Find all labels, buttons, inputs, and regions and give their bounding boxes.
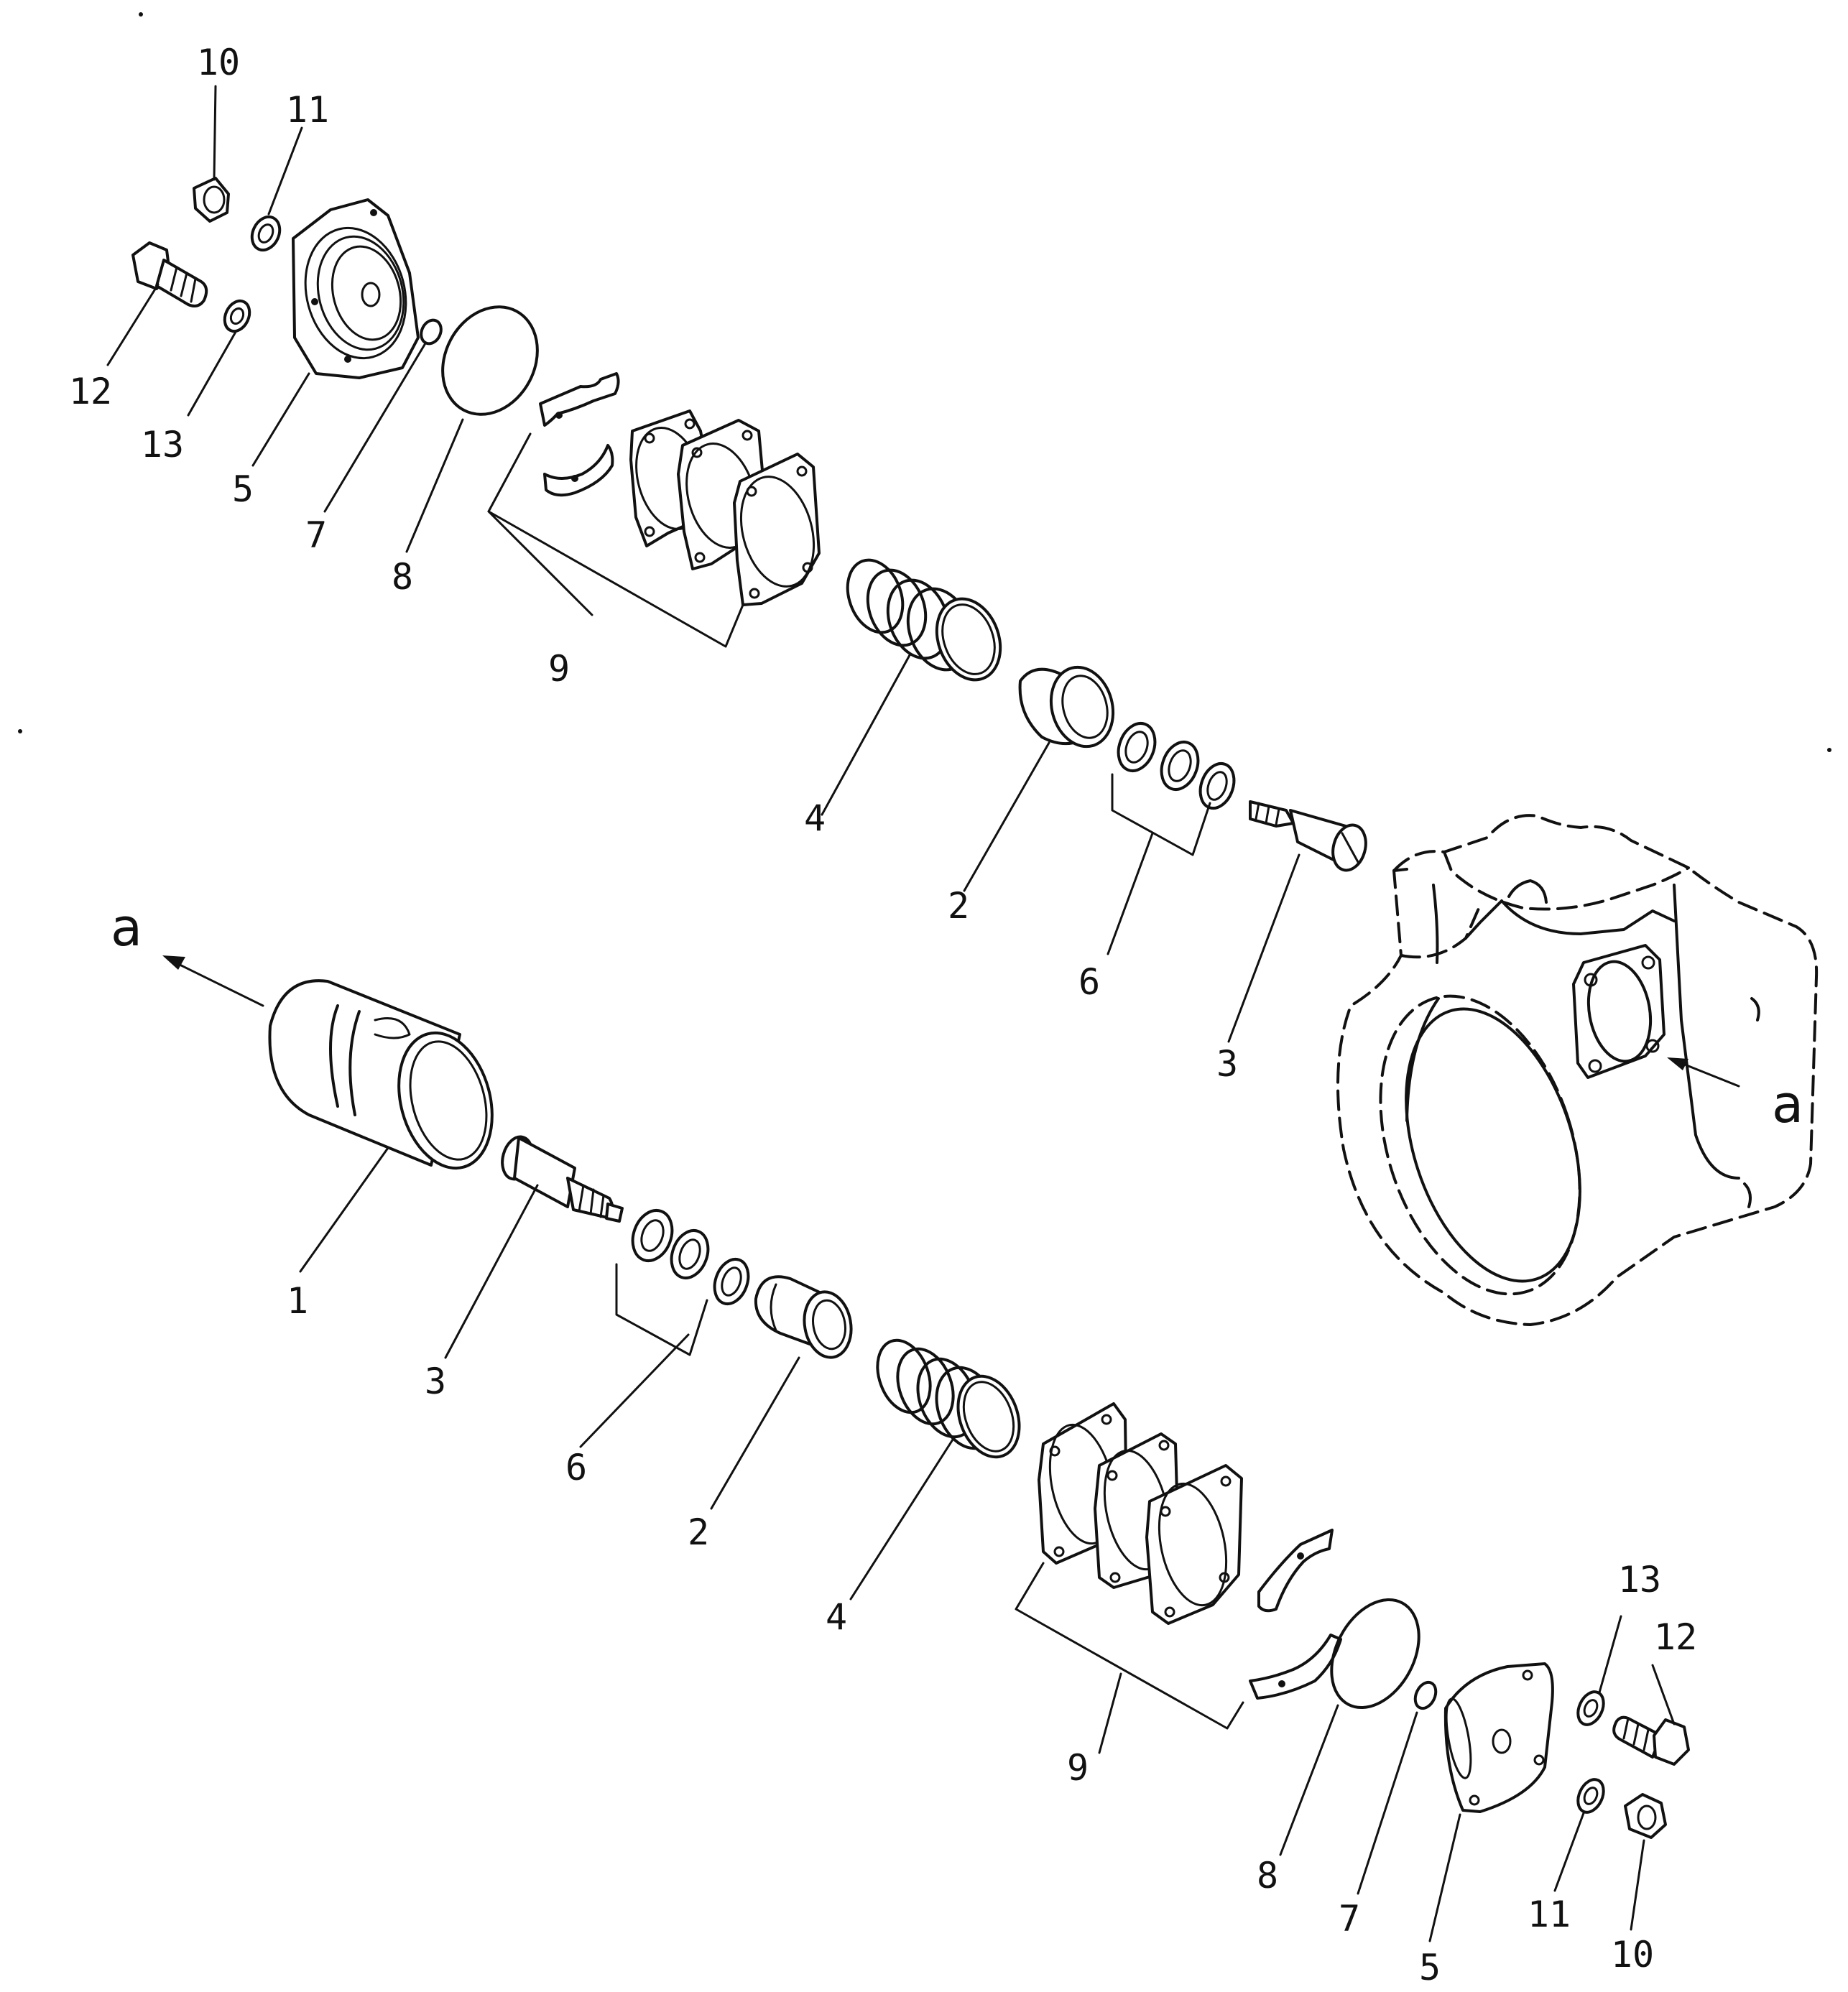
callout-bottom-4: 4 bbox=[826, 1596, 847, 1638]
cover-5-top bbox=[292, 198, 420, 379]
view-marker-a-right: a bbox=[1667, 1057, 1803, 1134]
pin-3-bottom bbox=[501, 1135, 624, 1223]
shim-set-9-bottom bbox=[1038, 1402, 1342, 1700]
callout-top-2: 2 bbox=[948, 885, 969, 927]
washer-11-top bbox=[250, 215, 282, 252]
callout-bottom-12: 12 bbox=[1654, 1616, 1697, 1658]
callout-top-11: 11 bbox=[286, 89, 329, 131]
view-marker-right-label: a bbox=[1772, 1074, 1803, 1134]
spring-4-top bbox=[846, 558, 1002, 682]
callout-top-7: 7 bbox=[305, 514, 327, 556]
callout-bottom-11: 11 bbox=[1528, 1894, 1571, 1935]
view-marker-a-left: a bbox=[111, 897, 264, 1007]
callout-top-13: 13 bbox=[141, 424, 184, 465]
shim-set-9-top bbox=[539, 372, 821, 606]
nut-10-top bbox=[193, 177, 230, 223]
o-ring-7-bottom bbox=[1413, 1680, 1438, 1710]
sleeve-2-top bbox=[1018, 665, 1115, 749]
callout-top-3: 3 bbox=[1216, 1043, 1238, 1085]
o-ring-7-top bbox=[420, 318, 443, 346]
o-ring-8-bottom bbox=[1330, 1598, 1420, 1710]
scan-specks bbox=[18, 12, 1831, 752]
callout-top-6: 6 bbox=[1078, 961, 1100, 1003]
washer-11-bottom bbox=[1576, 1778, 1605, 1814]
bottom-callout-labels: 1 3 6 2 4 9 13 12 8 7 5 11 10 bbox=[287, 1280, 1697, 1988]
callout-bottom-10: 10 bbox=[1611, 1934, 1654, 1975]
ring-set-6-top bbox=[1117, 722, 1236, 810]
nut-10-bottom bbox=[1624, 1793, 1667, 1839]
callout-top-5: 5 bbox=[232, 468, 254, 510]
callout-top-10: 10 bbox=[197, 42, 240, 83]
washer-13-bottom bbox=[1576, 1690, 1605, 1726]
callout-bottom-13: 13 bbox=[1618, 1559, 1661, 1600]
callout-top-9: 9 bbox=[548, 648, 570, 690]
cylinder-1-bottom bbox=[268, 979, 494, 1170]
pump-housing-outline bbox=[1336, 814, 1819, 1326]
callout-bottom-6: 6 bbox=[565, 1447, 587, 1488]
callout-top-8: 8 bbox=[392, 556, 413, 598]
callout-bottom-3: 3 bbox=[425, 1361, 446, 1402]
sleeve-2-bottom bbox=[754, 1275, 853, 1359]
callout-bottom-8: 8 bbox=[1257, 1855, 1278, 1896]
top-callout-labels: 10 11 12 13 5 7 8 9 4 2 6 3 bbox=[69, 42, 1238, 1085]
callout-bottom-2: 2 bbox=[688, 1511, 709, 1553]
cover-5-bottom bbox=[1443, 1662, 1554, 1813]
callout-bottom-1: 1 bbox=[287, 1280, 308, 1322]
pin-3-top bbox=[1249, 800, 1367, 872]
callout-bottom-7: 7 bbox=[1339, 1898, 1360, 1940]
callout-top-4: 4 bbox=[804, 797, 826, 839]
o-ring-8-top bbox=[441, 305, 539, 416]
callout-bottom-5: 5 bbox=[1419, 1947, 1441, 1988]
callout-top-12: 12 bbox=[69, 371, 112, 412]
spring-4-bottom bbox=[876, 1338, 1021, 1459]
bottom-leader-lines bbox=[299, 1146, 1676, 1942]
washer-13-top bbox=[223, 299, 251, 333]
callout-bottom-9: 9 bbox=[1067, 1747, 1089, 1789]
top-leader-lines bbox=[106, 85, 1300, 1043]
view-marker-left-label: a bbox=[111, 897, 142, 958]
bolt-12-bottom bbox=[1612, 1715, 1690, 1766]
ring-set-6-bottom bbox=[631, 1209, 750, 1305]
bolt-12-top bbox=[131, 241, 208, 307]
